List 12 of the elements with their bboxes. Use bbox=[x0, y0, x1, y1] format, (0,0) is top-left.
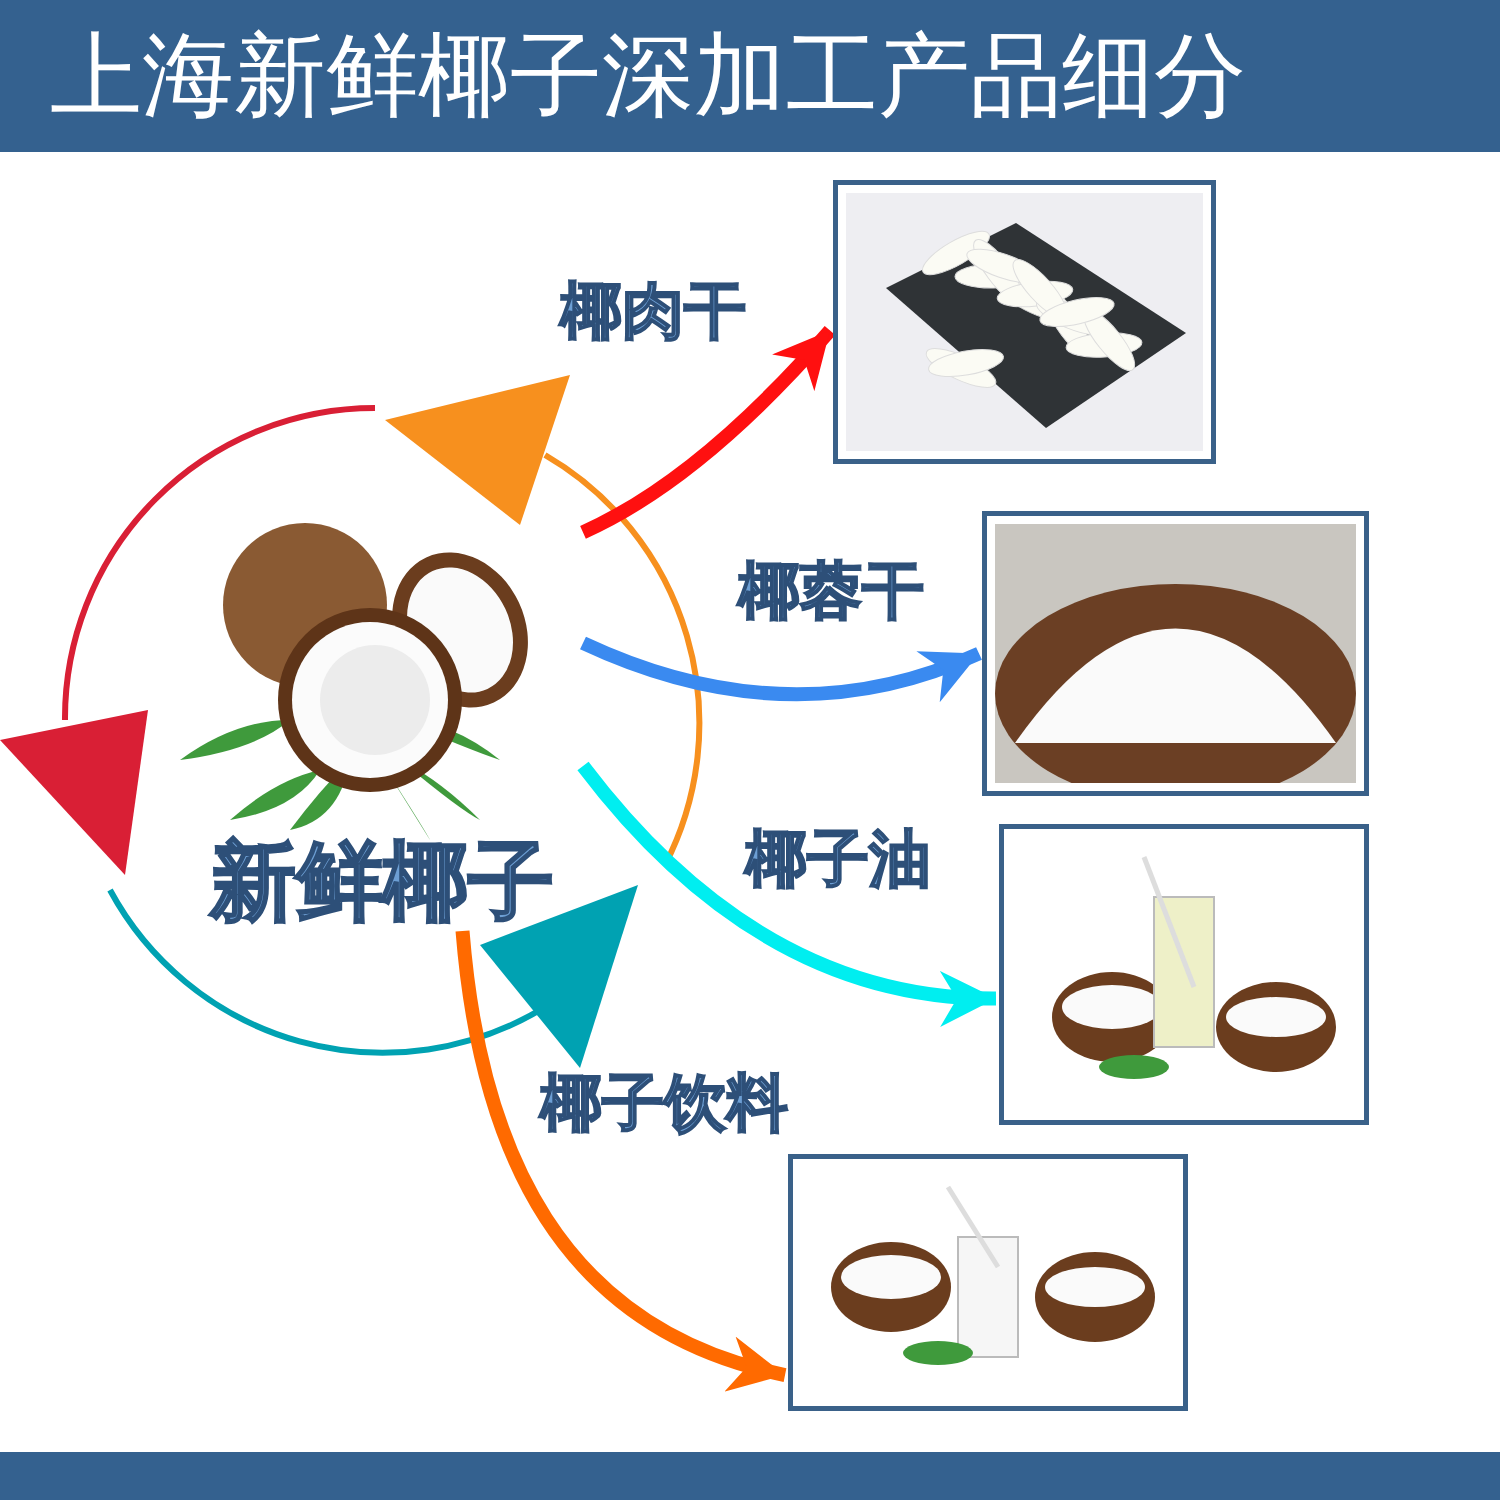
arrow bbox=[580, 636, 982, 702]
edge-label: 椰蓉干 bbox=[738, 560, 924, 622]
photo-frame bbox=[999, 824, 1369, 1125]
edge-label: 椰肉干 bbox=[560, 280, 746, 342]
arrow bbox=[577, 761, 997, 1025]
node-label: 新鲜椰子 bbox=[210, 838, 554, 924]
photo-frame bbox=[833, 180, 1216, 464]
photo-frame bbox=[982, 511, 1369, 796]
edge-label: 椰子饮料 bbox=[540, 1072, 788, 1134]
title: 上海新鲜椰子深加工产品细分 bbox=[50, 22, 1246, 130]
edge-label: 椰子油 bbox=[745, 828, 931, 890]
photo-frame bbox=[788, 1154, 1188, 1411]
